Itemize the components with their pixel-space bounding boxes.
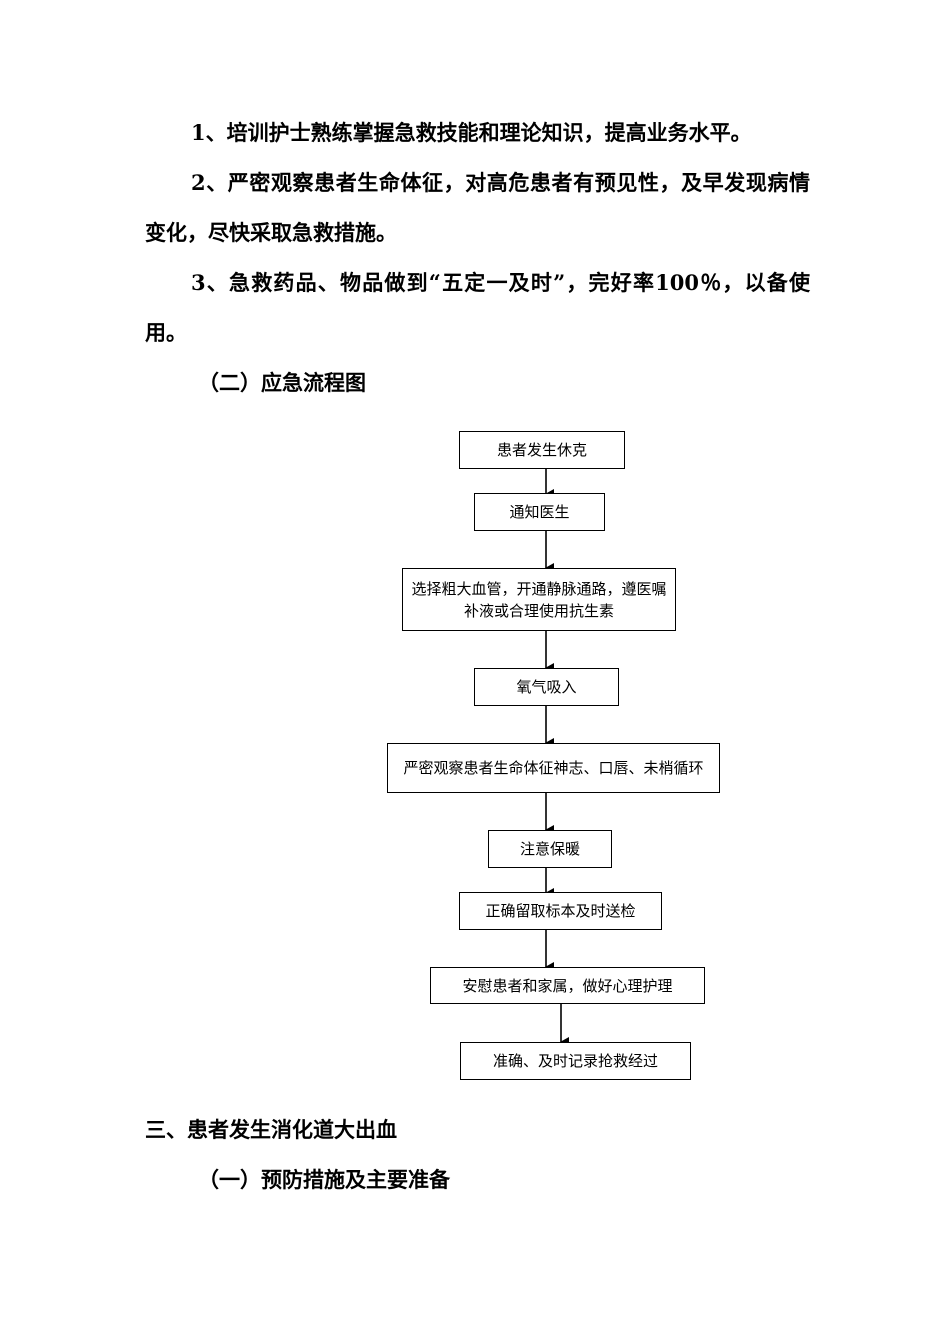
flow-step-9: 准确、及时记录抢救经过 [460, 1042, 691, 1080]
flow-step-8: 安慰患者和家属，做好心理护理 [430, 967, 705, 1004]
flowchart-title: （二）应急流程图 [198, 370, 366, 395]
paragraph-2: 2、严密观察患者生命体征，对高危患者有预见性，及早发现病情变化，尽快采取急救措施… [145, 170, 810, 245]
flow-step-6: 注意保暖 [488, 830, 612, 868]
flow-step-1: 患者发生休克 [459, 431, 625, 469]
flow-step-7: 正确留取标本及时送检 [459, 892, 662, 930]
paragraph-1: 1、培训护士熟练掌握急救技能和理论知识，提高业务水平。 [191, 120, 752, 145]
section-title: 三、患者发生消化道大出血 [145, 1117, 397, 1142]
section-subtitle: （一）预防措施及主要准备 [198, 1167, 450, 1192]
flow-step-3: 选择粗大血管，开通静脉通路，遵医嘱补液或合理使用抗生素 [402, 568, 676, 631]
flow-step-5: 严密观察患者生命体征神志、口唇、未梢循环 [387, 743, 720, 793]
flow-step-4: 氧气吸入 [474, 668, 619, 706]
paragraph-3: 3、急救药品、物品做到“五定一及时”，完好率100％，以备使用。 [145, 270, 810, 345]
flow-step-2: 通知医生 [474, 493, 605, 531]
